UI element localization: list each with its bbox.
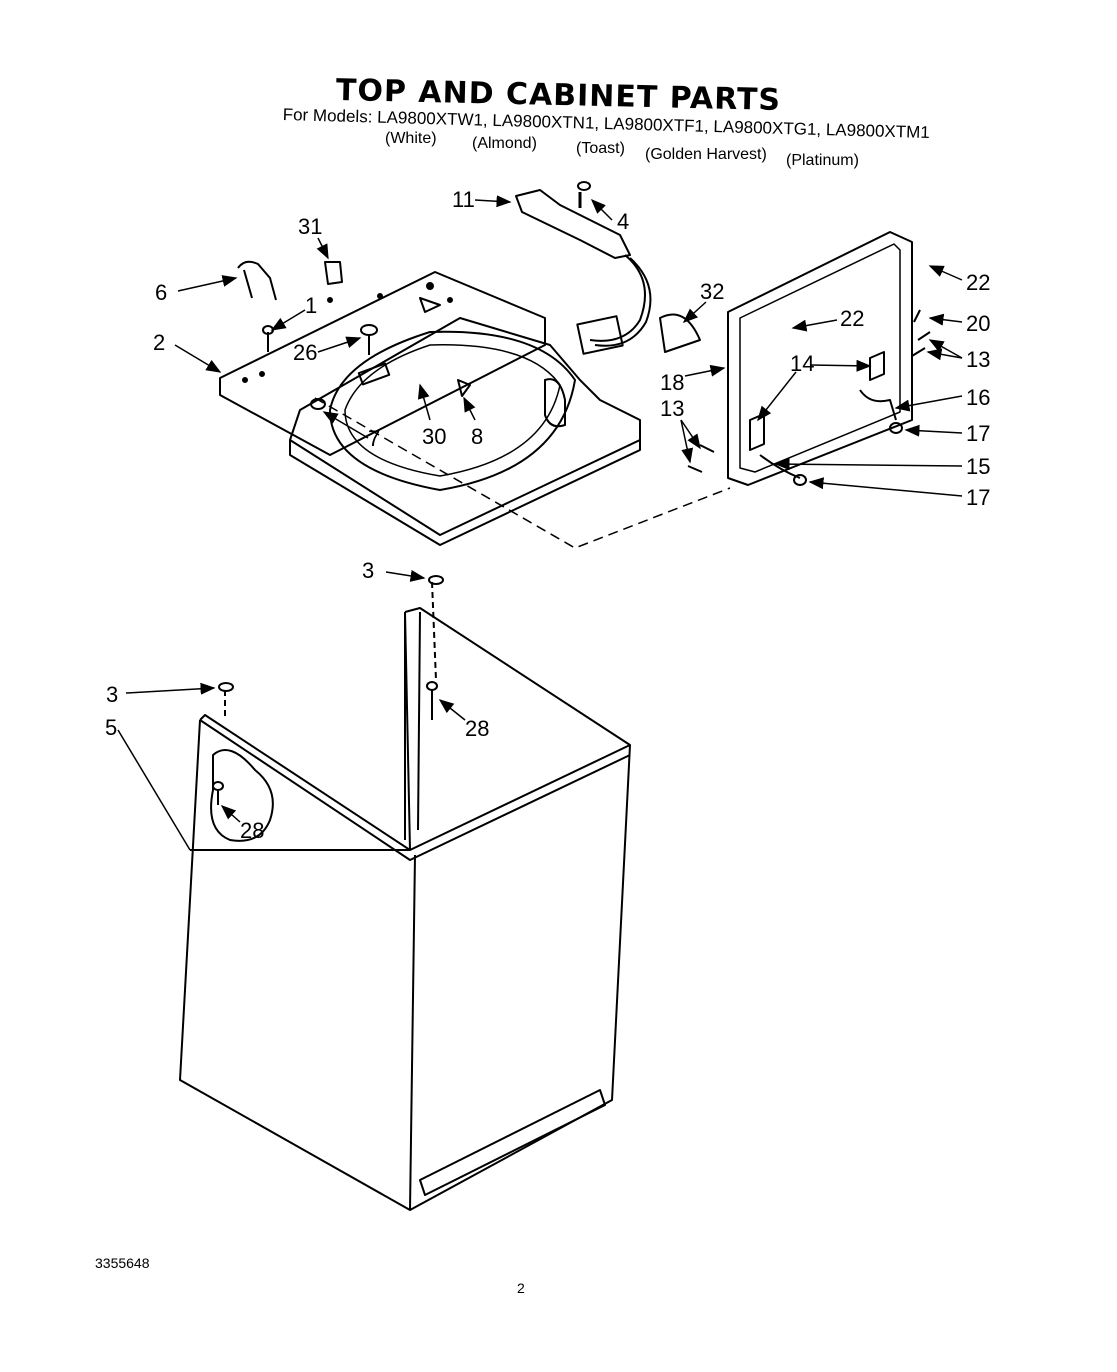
color-golden-harvest: (Golden Harvest) [645,146,767,163]
lid-frame-part [727,231,913,486]
callout-16: 16 [966,385,990,410]
callout-32: 32 [700,279,724,304]
callout-18: 18 [660,370,684,395]
callout-3a: 3 [362,558,374,583]
callout-22a: 22 [966,270,990,295]
callout-17b: 17 [966,485,990,510]
screws [212,297,931,805]
callout-13a: 13 [966,347,990,372]
callout-7: 7 [368,426,380,451]
lid-switch-part [515,181,652,355]
top-panel-part [219,271,641,546]
bracket-6 [237,260,277,301]
leader-lines [117,195,963,851]
callout-28a: 28 [465,716,489,741]
color-white: (White) [385,130,437,147]
cabinet-part [179,607,631,1211]
callout-17a: 17 [966,421,990,446]
callout-4: 4 [617,209,629,234]
callout-labels: 11 4 31 6 1 2 26 32 22 22 20 14 13 18 13… [105,187,990,843]
callout-14: 14 [790,351,814,376]
color-toast: (Toast) [576,140,625,157]
handle-32 [659,313,701,353]
color-almond: (Almond) [472,135,537,152]
callout-3b: 3 [106,682,118,707]
callout-20: 20 [966,311,990,336]
color-platinum: (Platinum) [786,152,859,169]
callout-22b: 22 [840,306,864,331]
page-number: 2 [517,1280,525,1296]
callout-26: 26 [293,340,317,365]
callout-8: 8 [471,424,483,449]
callout-30: 30 [422,424,446,449]
callout-5: 5 [105,715,117,740]
callout-1: 1 [305,293,317,318]
document-number: 3355648 [95,1255,150,1271]
clip-31 [324,261,343,285]
callout-15: 15 [966,454,990,479]
callout-6: 6 [155,280,167,305]
callout-2: 2 [153,330,165,355]
callout-13b: 13 [660,396,684,421]
callout-28b: 28 [240,818,264,843]
callout-31: 31 [298,214,322,239]
callout-11: 11 [452,187,475,212]
